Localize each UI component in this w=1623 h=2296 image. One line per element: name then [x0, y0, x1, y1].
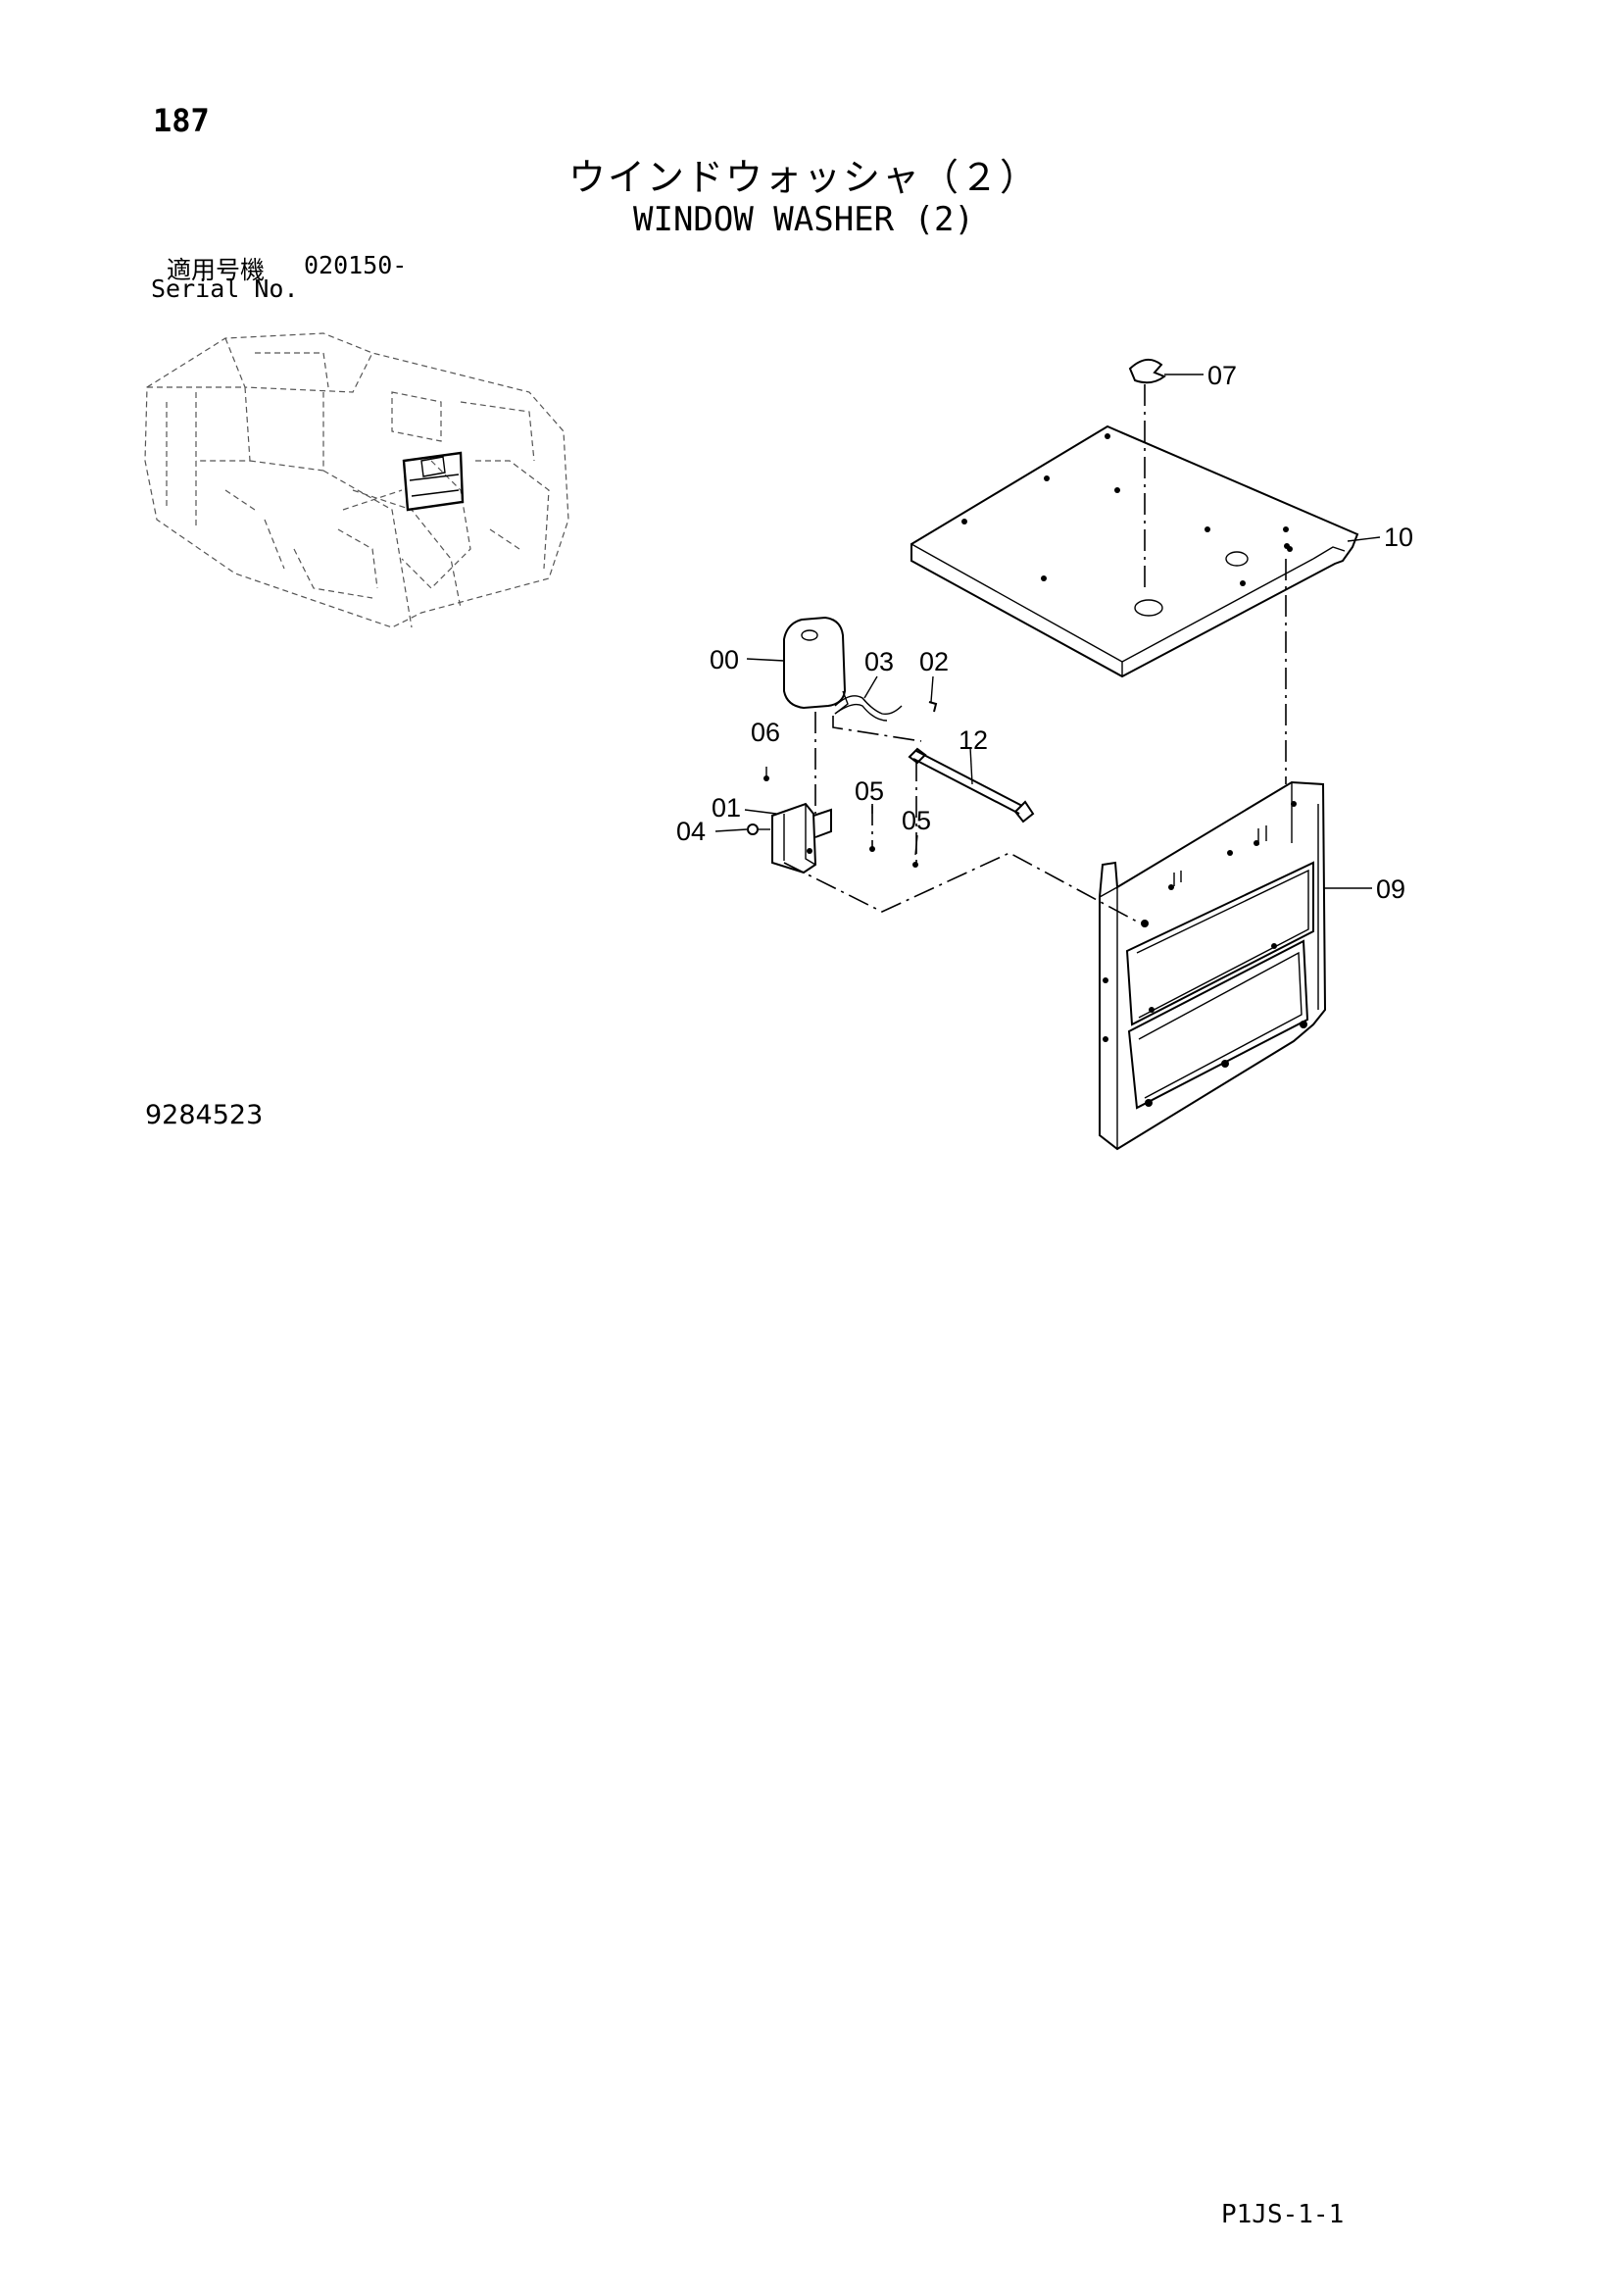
serial-value: 020150-	[304, 251, 408, 279]
callout-01: 01	[712, 793, 741, 823]
part-07-grommet	[1128, 358, 1167, 384]
callout-09: 09	[1376, 874, 1405, 904]
callout-06: 06	[751, 718, 780, 747]
part-10-floor-plate	[910, 424, 1359, 678]
callout-labels: 07 10 09 00 03 02 12 06 01 04 05 05	[676, 361, 1413, 904]
callout-00: 00	[710, 645, 739, 674]
serial-label-japanese: 適用号機	[167, 256, 266, 284]
page-code: P1JS-1-1	[1221, 2200, 1345, 2229]
callout-05-lower: 05	[902, 806, 931, 835]
callout-03: 03	[864, 647, 894, 676]
callout-04: 04	[676, 817, 706, 846]
callout-07: 07	[1207, 361, 1237, 390]
callout-12: 12	[959, 725, 988, 755]
title-english: WINDOW WASHER (2)	[633, 200, 974, 239]
part-12-hose	[908, 747, 1035, 824]
machine-location-thumbnail	[144, 332, 569, 628]
part-01-bracket	[771, 802, 832, 874]
serial-label-english: Serial No.	[151, 275, 299, 303]
callout-02: 02	[919, 647, 949, 676]
part-05-06-fasteners	[763, 775, 918, 868]
part-02-clip	[928, 701, 938, 713]
part-09-mounting-panel	[1099, 780, 1327, 1151]
part-04-screw	[747, 824, 770, 835]
title-japanese: ウインドウォッシャ（２）	[568, 156, 1040, 199]
callout-10: 10	[1384, 523, 1413, 552]
assembly-centerlines	[783, 384, 1287, 923]
part-03-hose	[834, 695, 903, 722]
part-00-washer-tank	[783, 616, 849, 715]
callout-05-upper: 05	[855, 776, 884, 806]
figure-number: 9284523	[145, 1100, 264, 1130]
page-number: 187	[153, 102, 210, 139]
leader-lines	[714, 374, 1381, 889]
